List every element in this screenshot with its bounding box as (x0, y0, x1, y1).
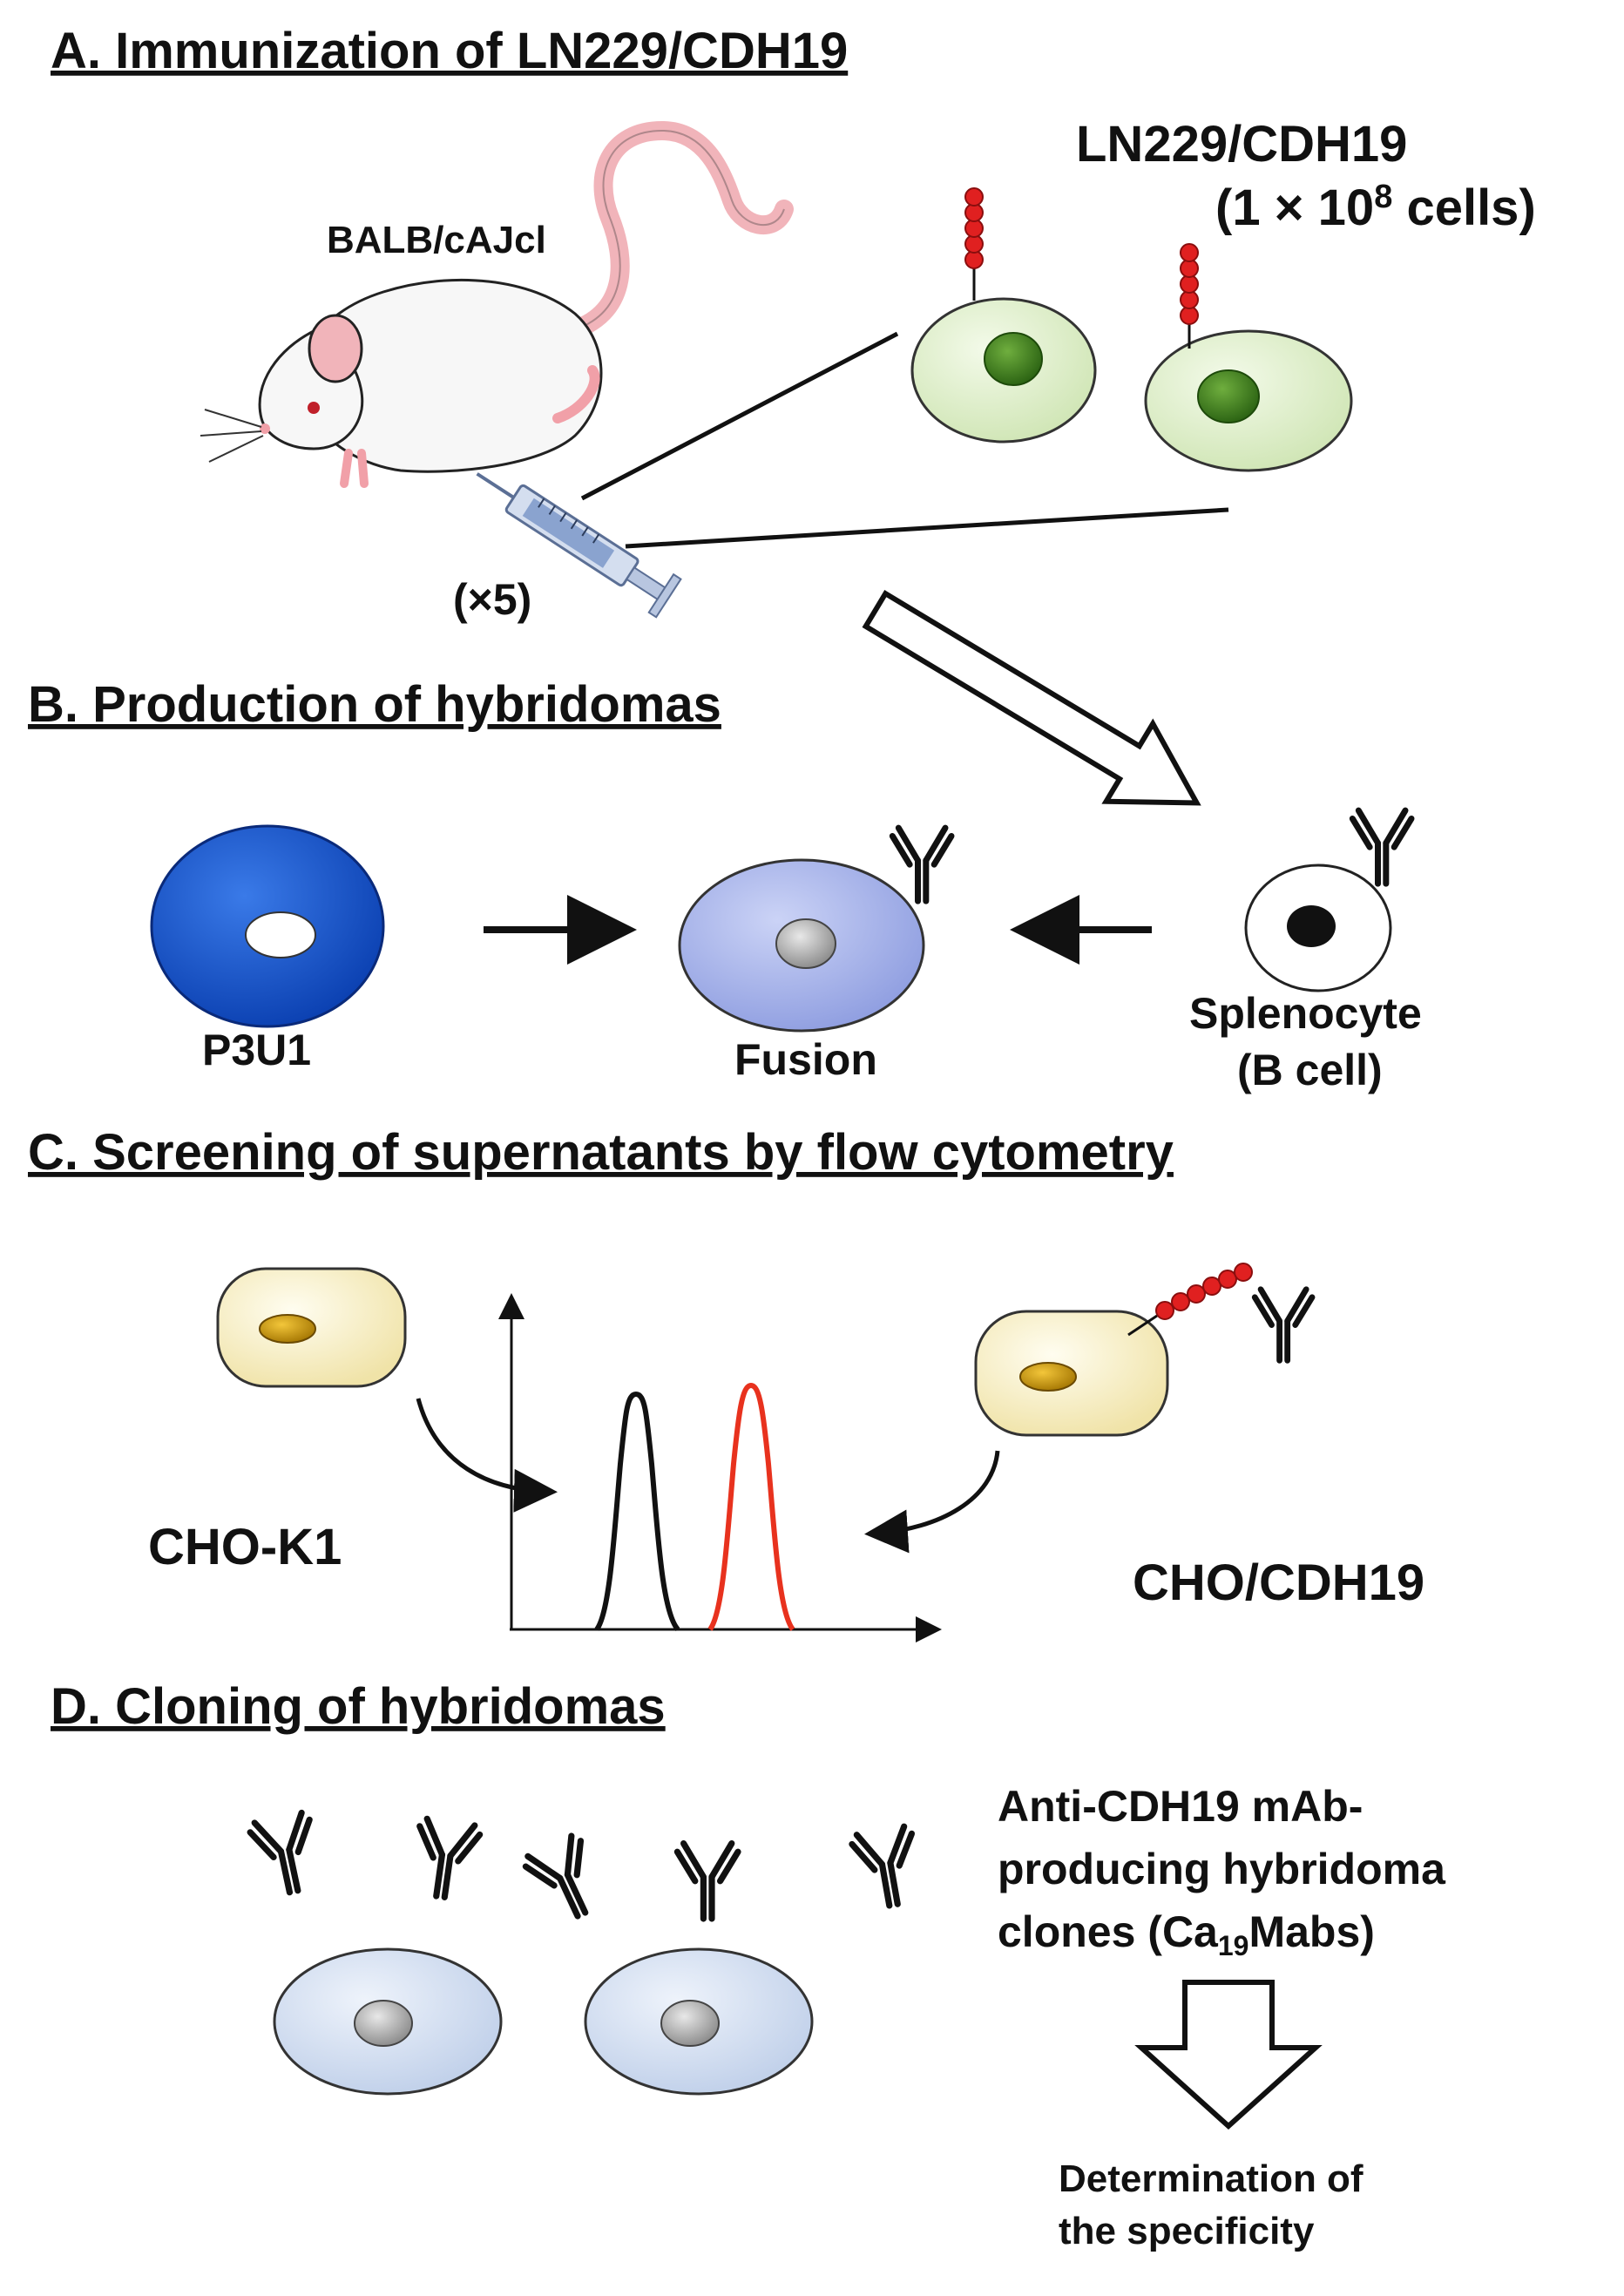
cell-count-label: (1 × 108 cells) (1215, 179, 1536, 236)
hybridoma-clone-1 (273, 1947, 503, 2096)
clone-1-nucleus (354, 2000, 413, 2047)
mouse-body (301, 278, 603, 473)
free-antibody-c-icon (1255, 1290, 1312, 1361)
fusion-label: Fusion (734, 1035, 877, 1084)
mouse-whiskers (200, 409, 264, 463)
hybridoma-clone-2 (584, 1947, 814, 2096)
mouse-tail-outline (570, 129, 785, 332)
flow-cytometry-histogram (498, 1293, 942, 1642)
fusion-nucleus (775, 918, 836, 969)
p3u1-cell (150, 824, 385, 1028)
determination-label-line2: the specificity (1059, 2210, 1315, 2252)
ln229-nucleus-2 (1197, 369, 1260, 423)
antibody-d-3-icon (522, 1833, 609, 1927)
hollow-down-arrow (1134, 1980, 1323, 2130)
splenocyte-nucleus (1287, 905, 1336, 947)
antibody-d-2-icon (410, 1818, 481, 1900)
mouse-nose (260, 423, 270, 434)
splenocyte-cell (1244, 810, 1411, 992)
fusion-cell (678, 828, 951, 1033)
curved-arrow-cho-k1 (416, 1398, 558, 1513)
cell-line-label: LN229/CDH19 (1076, 116, 1407, 173)
cho-k1-nucleus (259, 1314, 316, 1344)
mouse-hind-paw (552, 365, 600, 423)
cho-k1-cell (216, 1267, 407, 1388)
histogram-peak-cho-cdh19 (707, 1382, 795, 1631)
ln229-cell-1 (910, 187, 1097, 444)
mouse-strain-label: BALB/cAJcl (327, 219, 546, 261)
clones-line3-suffix: Mabs) (1248, 1907, 1374, 1956)
hollow-arrow-to-splenocyte (862, 590, 1201, 806)
section-c-title: C. Screening of supernatants by flow cyt… (28, 1124, 1174, 1181)
cho-k1-label: CHO-K1 (148, 1519, 342, 1575)
mouse-eye (308, 402, 320, 414)
p3u1-nucleus (245, 911, 316, 958)
cell-count-exponent: 8 (1374, 179, 1392, 215)
clones-label-line3: clones (Ca19Mabs) (998, 1907, 1375, 1961)
splenocyte-label: Splenocyte (1189, 989, 1422, 1038)
antibody-d-5-icon (850, 1825, 924, 1910)
antibody-on-splenocyte-icon (1352, 810, 1411, 884)
antibody-d-1-icon (248, 1812, 323, 1898)
mouse-front-paw (340, 449, 369, 488)
mouse-tail (561, 120, 794, 341)
ln229-nucleus-1 (984, 332, 1043, 386)
epitope-beads-2 (1180, 243, 1199, 325)
section-d-title: D. Cloning of hybridomas (51, 1678, 666, 1735)
antibody-d-4-icon (677, 1844, 738, 1919)
clone-2-nucleus (660, 2000, 720, 2047)
zoom-line-upper (580, 331, 899, 501)
mouse-illustration (200, 120, 794, 488)
syringe-icon (476, 472, 682, 619)
curved-arrow-cho-cdh19 (864, 1450, 1000, 1554)
cho-cdh19-label: CHO/CDH19 (1133, 1554, 1424, 1611)
b-cell-label: (B cell) (1237, 1046, 1383, 1094)
cho-cdh19-nucleus (1019, 1362, 1077, 1392)
cell-count-suffix: cells) (1392, 179, 1535, 236)
antibody-on-fusion-icon (892, 828, 951, 901)
determination-label-line1: Determination of (1059, 2157, 1363, 2200)
zoom-line-lower (625, 507, 1229, 549)
section-b-title: B. Production of hybridomas (28, 676, 721, 733)
mouse-ear (308, 314, 363, 383)
clones-label-line2: producing hybridoma (998, 1845, 1446, 1893)
section-a-title: A. Immunization of LN229/CDH19 (51, 23, 848, 79)
injection-count-label: (×5) (453, 575, 531, 624)
p3u1-label: P3U1 (202, 1026, 311, 1074)
epitope-beads-cho (1155, 1263, 1253, 1320)
clones-line3-prefix: clones (Ca (998, 1907, 1219, 1956)
histogram-peak-cho-k1 (594, 1391, 680, 1632)
clones-line3-subscript: 19 (1218, 1930, 1249, 1961)
clones-label-line1: Anti-CDH19 mAb- (998, 1782, 1363, 1831)
cho-cdh19-cell (974, 1263, 1312, 1437)
ln229-cell-2 (1144, 243, 1353, 472)
cell-count-prefix: (1 × 10 (1215, 179, 1374, 236)
epitope-beads-1 (964, 187, 984, 269)
